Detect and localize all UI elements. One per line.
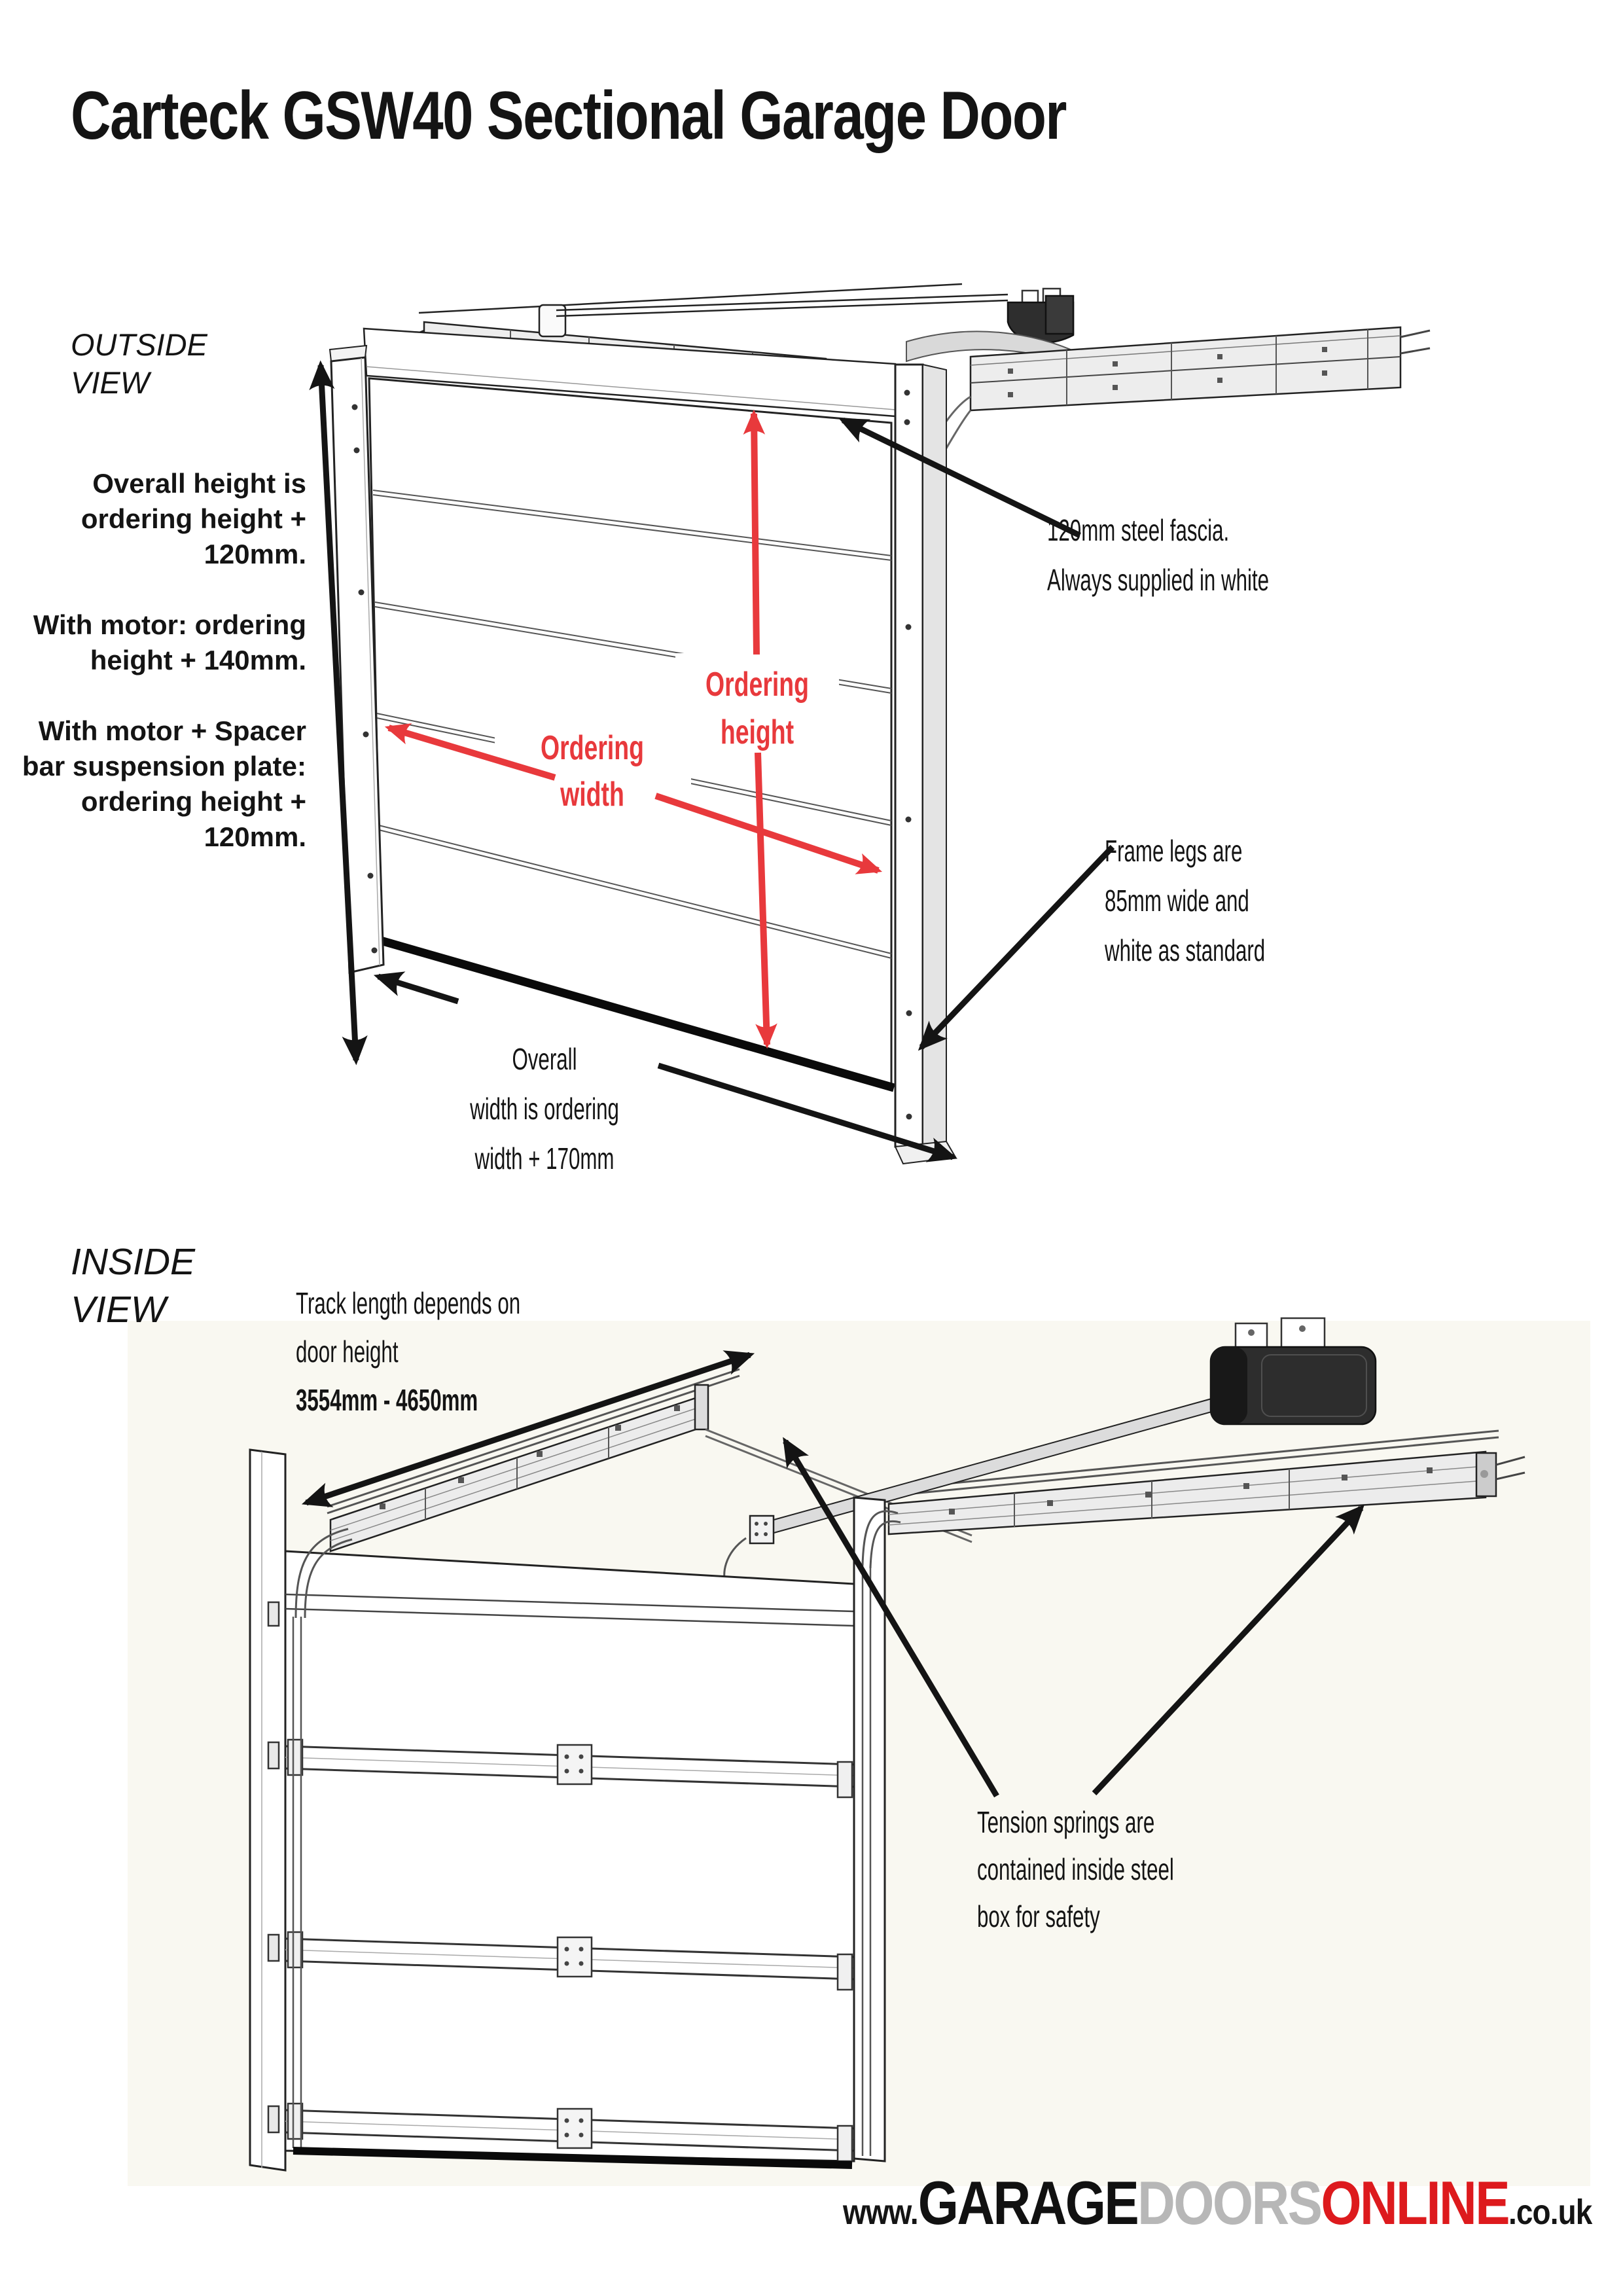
right-track-bend <box>861 1510 901 1569</box>
track-length-arrow <box>301 1350 755 1507</box>
header-bracket <box>749 1515 775 1545</box>
inside-view-label-line2: VIEW <box>71 1289 166 1331</box>
overall-width-arrow-left <box>373 971 459 1005</box>
logo-couk: .co.uk <box>1508 2193 1592 2232</box>
outside-arrows <box>309 360 1115 1162</box>
tension-arrow-left <box>783 1437 999 1798</box>
logo-doors: DOORS <box>1137 2168 1323 2237</box>
ordering-height-label: Ordering height <box>705 666 810 751</box>
inside-view-label: INSIDE VIEW <box>71 1238 195 1334</box>
motor-height-note: With motor: ordering height + 140mm. <box>33 609 306 675</box>
bottom-seal-inside <box>293 2147 853 2169</box>
right-angle-rail <box>884 1429 1499 1498</box>
logo-garage: GARAGE <box>918 2168 1139 2237</box>
track-roller <box>538 304 567 338</box>
inside-arrows <box>301 1350 1365 1798</box>
post-hinges <box>267 1601 280 2134</box>
overall-height-note: Overall height is ordering height + 120m… <box>80 468 306 569</box>
ordering-width-label: Ordering width <box>540 729 645 814</box>
outside-view-label: OUTSIDE VIEW <box>71 326 207 402</box>
reinforcement-rails <box>285 1738 855 2162</box>
frame-leg-pointer-arrow <box>918 844 1115 1051</box>
left-track-bend <box>294 1528 353 1619</box>
spacer-height-note: With motor + Spacer bar suspension plate… <box>22 715 306 852</box>
right-horizontal-track <box>969 326 1402 412</box>
top-rail <box>285 1593 855 1627</box>
logo-www: www. <box>842 2193 918 2232</box>
fascia-pointer-arrow <box>838 417 1081 539</box>
left-vertical-track <box>292 1617 302 2148</box>
inside-diagram <box>128 1317 1590 2186</box>
track-length-range: 3554mm - 4650mm <box>296 1383 478 1417</box>
right-vertical-track <box>861 1566 872 2156</box>
door-inside-face <box>284 1550 855 2162</box>
overall-height-arrow <box>309 360 368 1066</box>
inside-left-post <box>249 1448 287 2172</box>
motor-boom <box>556 293 1008 317</box>
ordering-width-arrow-left <box>384 723 556 781</box>
outside-view-label-line1: OUTSIDE <box>71 327 207 362</box>
outside-diagram <box>329 283 1431 1165</box>
page-title: Carteck GSW40 Sectional Garage Door <box>71 78 1067 154</box>
logo-online: ONLINE <box>1320 2168 1510 2237</box>
left-track-endcap <box>694 1384 709 1431</box>
overall-width-arrow-right <box>657 1062 958 1162</box>
ordering-height-arrow-top <box>743 409 766 655</box>
site-logo: www. GARAGE DOORS ONLINE .co.uk <box>842 2168 1592 2238</box>
track-length-note: Track length depends on door height 3554… <box>296 1279 520 1424</box>
fascia-note: 120mm steel fascia. Always supplied in w… <box>1047 513 1270 597</box>
height-notes-block: Overall height is ordering height + 120m… <box>5 466 306 890</box>
tension-springs-note: Tension springs are contained inside ste… <box>977 1805 1174 1933</box>
ordering-width-arrow-right <box>654 793 883 874</box>
inside-view-label-line1: INSIDE <box>71 1241 196 1283</box>
ordering-height-arrow-bottom <box>755 752 777 1049</box>
frame-legs-note: Frame legs are 85mm wide and white as st… <box>1105 834 1266 967</box>
bottom-seal-outside <box>377 935 895 1092</box>
tension-arrow-right <box>1092 1504 1365 1796</box>
overall-width-note: Overall width is ordering width + 170mm <box>470 1042 619 1175</box>
right-frame-leg <box>894 363 924 1148</box>
outside-view-label-line2: VIEW <box>71 365 150 400</box>
ceiling-back-edge <box>418 283 963 314</box>
